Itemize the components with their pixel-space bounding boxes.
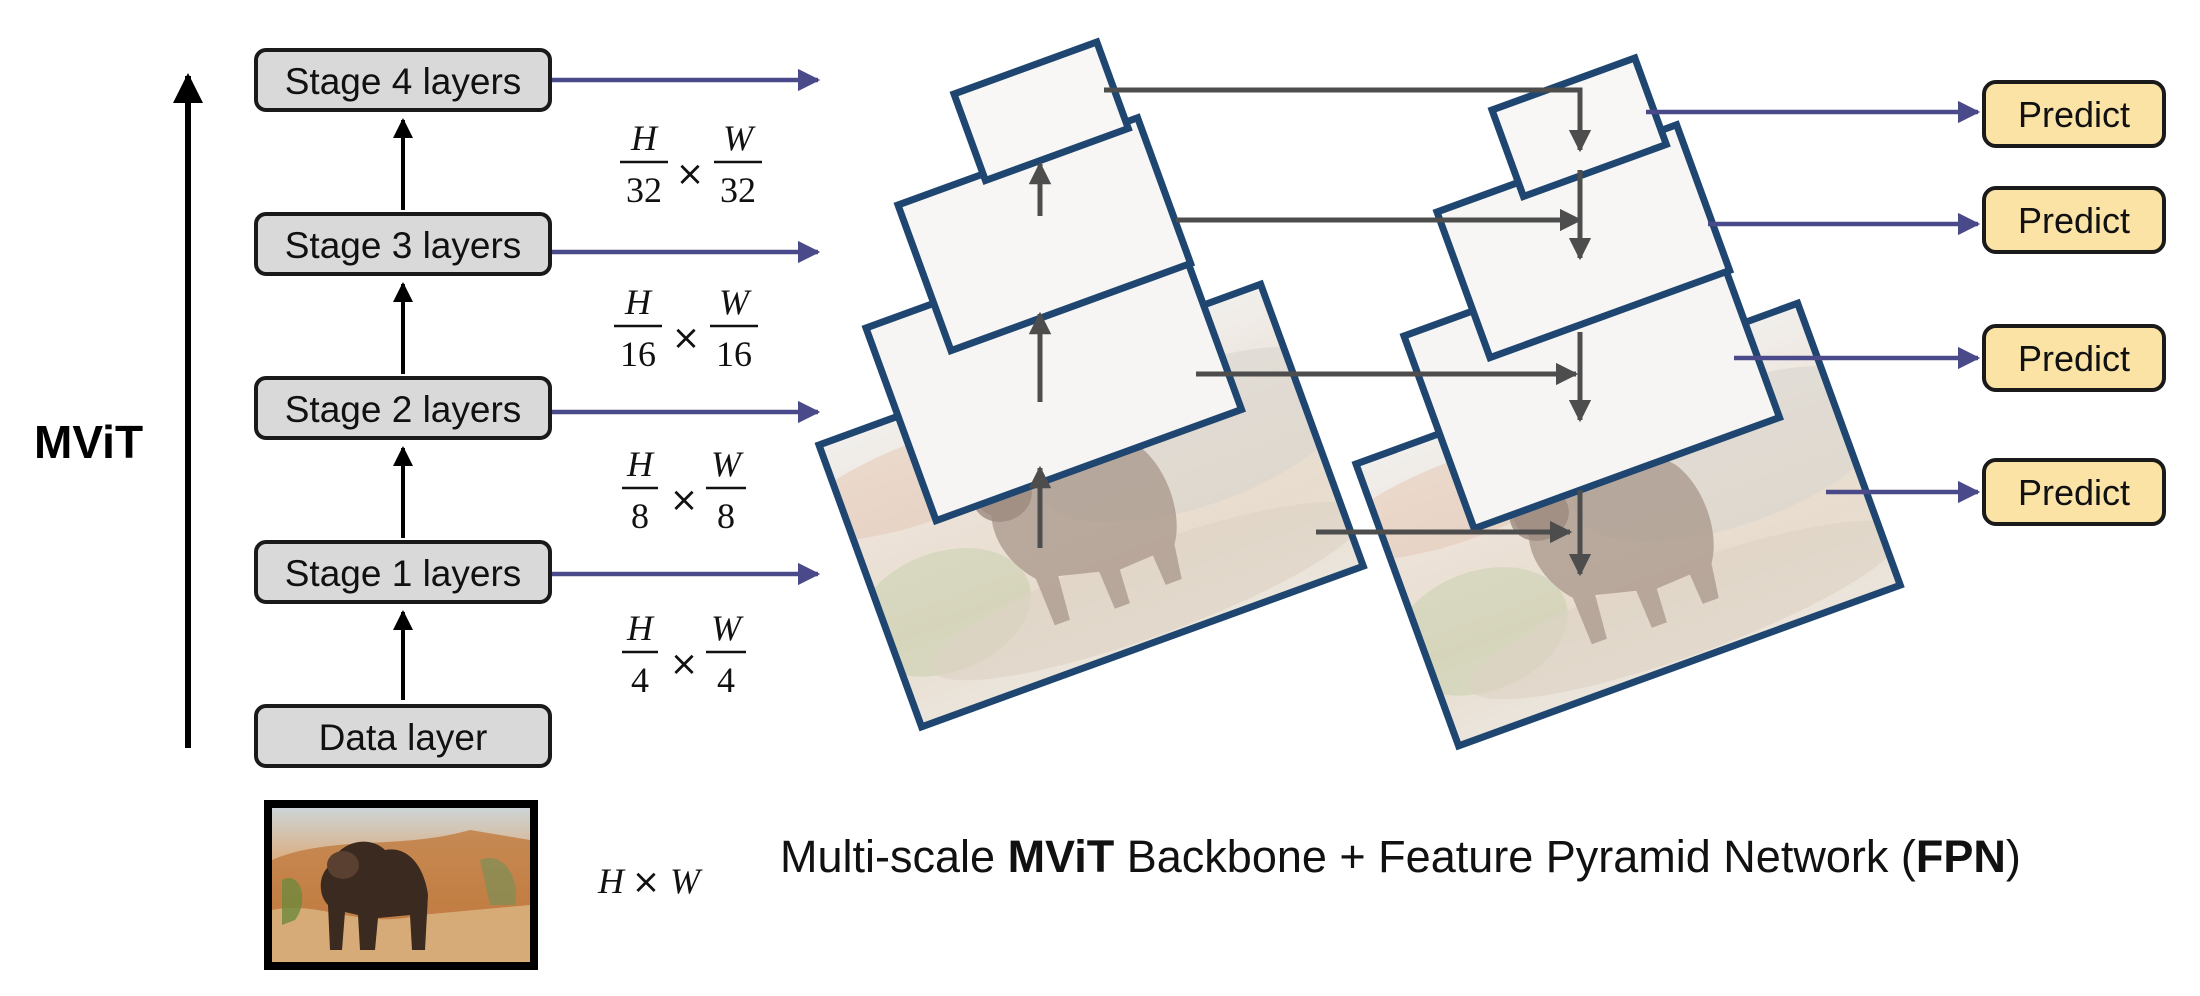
- svg-text:×: ×: [672, 318, 701, 358]
- data-layer-box: Data layer: [254, 704, 552, 768]
- svg-text:W: W: [711, 608, 744, 648]
- topdown-connection-4: [1104, 87, 1592, 153]
- svg-text:×: ×: [676, 154, 705, 194]
- svg-text:H: H: [597, 861, 626, 901]
- svg-text:32: 32: [720, 170, 756, 210]
- stage1-box: Stage 1 layers: [254, 540, 552, 604]
- svg-text:H: H: [630, 118, 659, 158]
- svg-text:W: W: [719, 282, 752, 322]
- diagram-caption: Multi-scale MViT Backbone + Feature Pyra…: [780, 831, 2021, 882]
- svg-text:W: W: [723, 118, 756, 158]
- svg-text:×: ×: [632, 862, 661, 902]
- svg-text:H: H: [626, 608, 655, 648]
- svg-text:Stage 4 layers: Stage 4 layers: [285, 61, 522, 102]
- svg-text:W: W: [711, 444, 744, 484]
- svg-text:4: 4: [717, 660, 735, 700]
- predict-head-level2: Predict: [1982, 324, 2166, 392]
- input-image: [264, 800, 538, 970]
- svg-text:Stage 2 layers: Stage 2 layers: [285, 389, 522, 430]
- predict-head-level3: Predict: [1982, 186, 2166, 254]
- svg-text:H: H: [624, 282, 653, 322]
- svg-text:Stage 3 layers: Stage 3 layers: [285, 225, 522, 266]
- svg-text:×: ×: [670, 644, 699, 684]
- resolution-h16-w16: H 16 × W 16: [614, 282, 758, 374]
- svg-text:16: 16: [716, 334, 752, 374]
- svg-text:Data layer: Data layer: [319, 717, 488, 758]
- input-resolution: H × W: [597, 861, 703, 902]
- svg-text:8: 8: [631, 496, 649, 536]
- predict-head-level4: Predict: [1982, 80, 2166, 148]
- backbone-feature-level4: [949, 37, 1133, 185]
- svg-text:Predict: Predict: [2018, 94, 2130, 135]
- svg-text:Predict: Predict: [2018, 200, 2130, 241]
- svg-text:Predict: Predict: [2018, 338, 2130, 379]
- svg-text:W: W: [670, 861, 703, 901]
- predict-head-level1: Predict: [1982, 458, 2166, 526]
- svg-text:Stage 1 layers: Stage 1 layers: [285, 553, 522, 594]
- resolution-h32-w32: H 32 × W 32: [620, 118, 762, 210]
- stage4-box: Stage 4 layers: [254, 48, 552, 112]
- svg-text:32: 32: [626, 170, 662, 210]
- svg-text:4: 4: [631, 660, 649, 700]
- resolution-h8-w8: H 8 × W 8: [622, 444, 746, 536]
- svg-text:8: 8: [717, 496, 735, 536]
- stage3-box: Stage 3 layers: [254, 212, 552, 276]
- svg-text:16: 16: [620, 334, 656, 374]
- svg-text:Predict: Predict: [2018, 472, 2130, 513]
- svg-text:×: ×: [670, 480, 699, 520]
- svg-text:H: H: [626, 444, 655, 484]
- mvit-label: MViT: [34, 416, 143, 468]
- resolution-h4-w4: H 4 × W 4: [622, 608, 746, 700]
- stage2-box: Stage 2 layers: [254, 376, 552, 440]
